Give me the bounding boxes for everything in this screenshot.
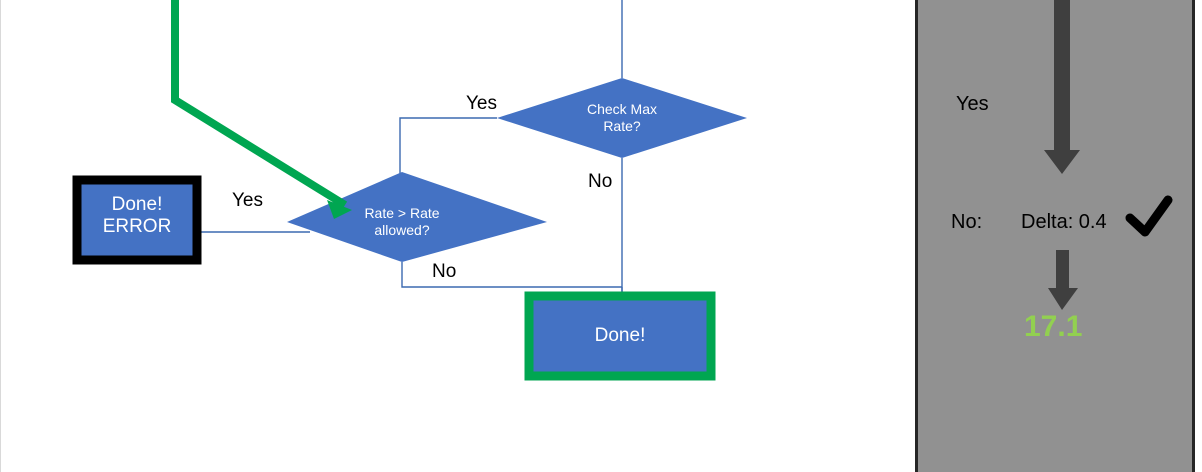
- edge-label-rate-yes: Yes: [232, 190, 263, 211]
- panel-yes-label: Yes: [956, 93, 989, 115]
- check-mark-icon: [1125, 195, 1173, 237]
- arrow-long-head-icon: [1044, 150, 1080, 174]
- panel-no-label: No:: [951, 211, 983, 233]
- connector-rate-no: [401, 262, 622, 288]
- edge-label-rate-no: No: [432, 261, 457, 282]
- panel-right-margin: [1195, 0, 1202, 472]
- flowchart-shapes: [72, 0, 747, 381]
- connector-check-max-yes: [399, 117, 497, 200]
- flowchart-canvas: Check Max Rate? Rate > Rate allowed? Don…: [0, 0, 747, 472]
- panel-arrows: [1044, 0, 1173, 310]
- node-check-max-rate[interactable]: [497, 78, 747, 158]
- side-panel: Yes No: Delta: 0.4 17.1: [915, 0, 1195, 472]
- highlight-path-green: [171, 0, 348, 209]
- highlight-arrowhead-icon: [327, 200, 352, 219]
- node-rate-gt-allowed[interactable]: [287, 172, 547, 262]
- edge-label-check-max-no: No: [588, 171, 613, 192]
- node-done-error[interactable]: [72, 175, 202, 265]
- node-done[interactable]: [524, 291, 716, 381]
- edge-label-check-max-yes: Yes: [466, 93, 497, 114]
- arrow-short-shaft: [1056, 250, 1069, 292]
- arrow-short-head-icon: [1048, 288, 1078, 310]
- canvas-left-edge: [0, 0, 1, 472]
- panel-delta-label: Delta: 0.4: [1021, 211, 1107, 233]
- arrow-long-shaft: [1054, 0, 1070, 150]
- panel-result-value: 17.1: [1024, 310, 1083, 343]
